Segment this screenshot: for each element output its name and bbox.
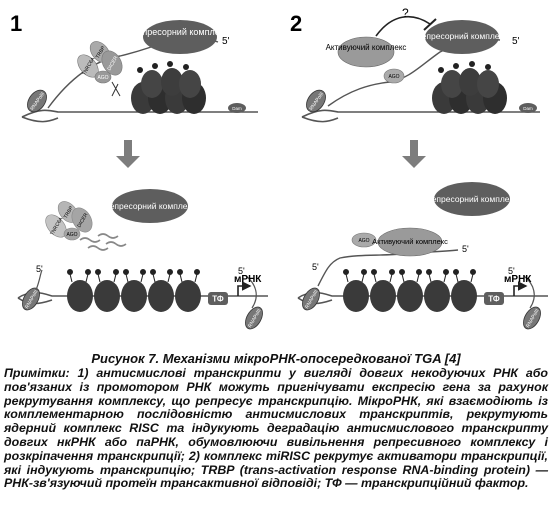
- rnapol-oval: [27, 89, 47, 113]
- mechanism-figure: 1 RNAPolII Dam 5' Репрес: [10, 6, 548, 330]
- svg-text:5': 5': [238, 266, 245, 276]
- svg-text:мРНК: мРНК: [234, 274, 262, 285]
- panel-1-number: 1: [10, 11, 22, 36]
- risc-complex-free: TNRC6A TRBP DICER AGO: [45, 201, 93, 241]
- svg-text:мРНК: мРНК: [504, 274, 532, 285]
- activator-complex: [337, 36, 395, 68]
- nucleosome-row: [343, 269, 477, 312]
- svg-text:Репресорний комплекс: Репресорний комплекс: [416, 31, 508, 41]
- svg-text:5': 5': [36, 264, 43, 274]
- nucleosome-group: [432, 61, 507, 114]
- down-arrow-1: [116, 140, 140, 168]
- panel-1-bottom: TNRC6A TRBP DICER AGO Репресорний компле…: [17, 189, 268, 330]
- svg-text:Активуючий комплекс: Активуючий комплекс: [326, 43, 407, 52]
- panel-1-top: 1 RNAPolII Dam 5' Репрес: [10, 11, 258, 123]
- repressor-complex-released: [112, 189, 188, 223]
- mrna-strand: [245, 275, 257, 309]
- inhibition-arc: [375, 16, 431, 37]
- svg-text:Dam: Dam: [232, 106, 242, 111]
- svg-text:AGO: AGO: [66, 232, 77, 238]
- svg-text:Репресорний комплекс: Репресорний комплекс: [426, 194, 518, 204]
- svg-text:Репресорний комплекс: Репресорний комплекс: [104, 201, 196, 211]
- svg-text:AGO: AGO: [388, 74, 399, 80]
- nucleosome-group: [131, 61, 206, 114]
- small-oval: [228, 103, 246, 113]
- dna-strand: [21, 109, 258, 118]
- repressor-complex: [143, 20, 217, 54]
- question-mark: ?: [402, 6, 409, 20]
- svg-text:AGO: AGO: [358, 238, 369, 244]
- five-prime-label: 5': [222, 36, 230, 47]
- nucleosome-row: [67, 269, 201, 312]
- svg-text:ТФ: ТФ: [488, 295, 500, 304]
- repressor-label: Репресорний комплекс: [132, 27, 229, 37]
- figure-caption: Рисунок 7. Механізми мікроРНК-опосередко…: [0, 350, 552, 524]
- svg-text:ТФ: ТФ: [212, 295, 224, 304]
- panel-2-bottom: Репресорний комплекс 5' AGO Активуючий к…: [297, 182, 548, 330]
- panel-2-top: 2 RNAPolII Dam 5' Активуючий комплекс: [290, 6, 540, 123]
- svg-text:Активуючий комплекс: Активуючий комплекс: [372, 237, 448, 246]
- degraded-rna-fragments: [79, 233, 127, 251]
- svg-text:5': 5': [312, 262, 319, 272]
- panel-2-number: 2: [290, 11, 302, 36]
- svg-text:Репресорний комплекс: Репресорний комплекс: [132, 27, 229, 37]
- risc-complex: TNRC6A TRBP DICER AGO: [77, 41, 123, 97]
- caption-title: Рисунок 7. Механізми мікроРНК-опосередко…: [91, 351, 461, 366]
- svg-text:5': 5': [462, 244, 469, 254]
- tf-box: [208, 292, 228, 305]
- svg-text:Dam: Dam: [523, 106, 533, 111]
- svg-text:5': 5': [512, 36, 520, 47]
- tss-arrow: [237, 281, 252, 296]
- svg-text:5': 5': [508, 266, 515, 276]
- activator-label: Активуючий комплекс: [326, 43, 407, 52]
- svg-text:AGO: AGO: [97, 75, 108, 81]
- caption-notes: Примітки: 1) антисмислові транскрипти у …: [4, 366, 548, 491]
- down-arrow-2: [402, 140, 426, 168]
